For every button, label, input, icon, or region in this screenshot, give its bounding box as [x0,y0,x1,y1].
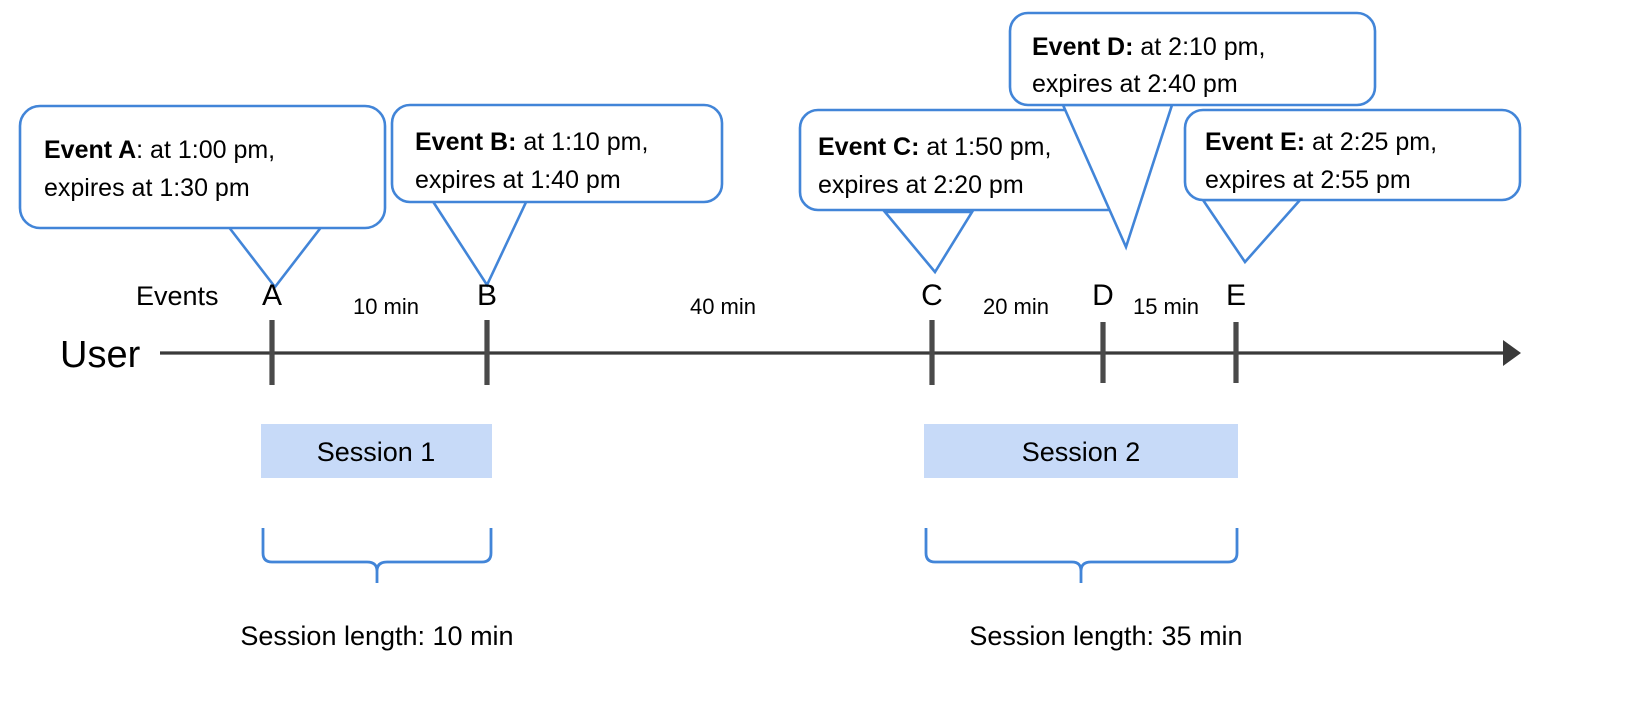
callout-d-lead: Event D [1032,33,1125,61]
tick-label-e: E [1226,279,1246,312]
timeline-arrow-icon [1503,340,1521,366]
lane-label-user: User [60,334,141,376]
callout-c-rest: at 1:50 pm, [919,133,1051,161]
session-2-length-label: Session length: 35 min [969,621,1242,651]
callout-c-tail [882,210,975,275]
callout-d-box [1008,11,1377,107]
session-1-group[interactable]: Session 1 Session length: 10 min [240,424,514,651]
callout-c-line1: Event C: at 1:50 pm, [818,133,1051,161]
interval-label-bc: 40 min [690,294,756,319]
callout-e-rest: at 2:25 pm, [1305,128,1437,156]
session-2-group[interactable]: Session 2 Session length: 35 min [924,424,1243,651]
tick-label-b: B [477,279,497,312]
interval-label-de: 15 min [1133,294,1199,319]
callout-a-sep: : [136,136,143,164]
callout-a-line1: Event A: at 1:00 pm, [44,136,275,164]
callout-d-line1: Event D: at 2:10 pm, [1032,33,1265,61]
tick-group-b[interactable]: B [477,279,497,385]
callout-a-tail [225,224,325,290]
tick-group-e[interactable]: E [1226,279,1246,383]
callout-a-line2: expires at 1:30 pm [44,174,250,202]
callout-a-lead: Event A [44,136,136,164]
tick-label-d: D [1092,279,1114,312]
callout-c-lead: Event C [818,133,911,161]
interval-label-cd: 20 min [983,294,1049,319]
callout-a-box [18,104,387,230]
callout-b-line1: Event B: at 1:10 pm, [415,128,648,156]
tick-group-d[interactable]: D [1092,279,1114,383]
callout-b-tail [429,198,530,288]
tick-group-a[interactable]: A [262,279,282,385]
callout-b-rest: at 1:10 pm, [516,128,648,156]
tick-label-c: C [921,279,943,312]
callout-event-c[interactable]: Event C: at 1:50 pm, expires at 2:20 pm [798,108,1137,275]
session-2-bar [924,424,1238,478]
callout-c-sep: : [911,133,919,161]
callout-e-line1: Event E: at 2:25 pm, [1205,128,1437,156]
callout-e-lead: Event E [1205,128,1297,156]
callout-event-b[interactable]: Event B: at 1:10 pm, expires at 1:40 pm [390,103,724,288]
callout-d-sep: : [1125,33,1133,61]
callout-d-rest: at 2:10 pm, [1133,33,1265,61]
session-1-label: Session 1 [317,437,436,467]
callout-e-tail [1200,198,1303,265]
session-1-brace [261,528,493,583]
callout-event-a[interactable]: Event A: at 1:00 pm, expires at 1:30 pm [18,104,387,290]
tick-label-a: A [262,279,282,312]
callout-d-line2: expires at 2:40 pm [1032,70,1238,98]
interval-label-ab: 10 min [353,294,419,319]
callout-b-line2: expires at 1:40 pm [415,166,621,194]
callout-b-sep: : [508,128,516,156]
callout-a-rest: at 1:00 pm, [143,136,275,164]
callout-e-sep: : [1297,128,1305,156]
callout-event-e[interactable]: Event E: at 2:25 pm, expires at 2:55 pm [1183,108,1522,265]
callout-b-lead: Event B [415,128,508,156]
callout-e-box [1183,108,1522,202]
session-1-length-label: Session length: 10 min [240,621,513,651]
session-2-brace [924,528,1239,583]
session-2-label: Session 2 [1022,437,1141,467]
callout-b-box [390,103,724,204]
callout-c-line2: expires at 2:20 pm [818,171,1024,199]
session-1-bar [261,424,492,478]
events-row-label: Events [136,281,219,311]
callout-event-d[interactable]: Event D: at 2:10 pm, expires at 2:40 pm [1008,11,1377,251]
tick-group-c[interactable]: C [921,279,943,385]
callout-e-line2: expires at 2:55 pm [1205,166,1411,194]
